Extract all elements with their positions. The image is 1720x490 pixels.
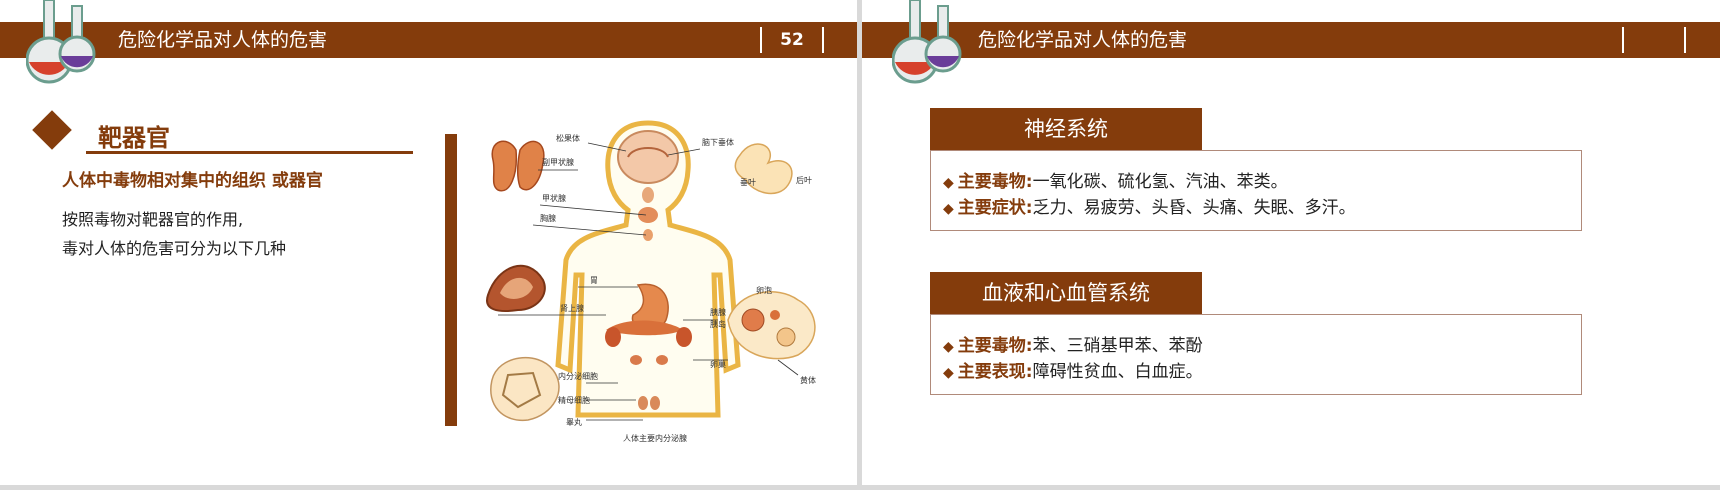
item-text: 乏力、易疲劳、头昏、头痛、失眠、多汗。 — [1032, 198, 1356, 218]
box-title-nervous-system: 神经系统 — [930, 108, 1202, 150]
bullet-item: ◆主要毒物:苯、三硝基甲苯、苯酚 — [943, 331, 1203, 356]
flask-icon — [892, 0, 962, 84]
slide-52: 危险化学品对人体的危害 52 靶器官 人体中毒物相对集中的组织 或器官 按照毒物… — [0, 0, 857, 485]
label-stomach: 胃 — [590, 276, 598, 285]
header-bar — [862, 22, 1720, 58]
label-anterior-lobe: 垂叶 — [740, 177, 756, 187]
accent-bar — [445, 134, 457, 426]
diamond-bullet-icon: ◆ — [943, 175, 954, 191]
label-corpus-luteum: 黄体 — [800, 375, 816, 385]
item-label: 主要症状: — [957, 198, 1033, 218]
section-title: 靶器官 — [98, 124, 170, 152]
box-nervous-system: ◆主要毒物:一氧化碳、硫化氢、汽油、苯类。 ◆主要症状:乏力、易疲劳、头昏、头痛… — [930, 150, 1582, 231]
section-diamond-icon — [32, 110, 72, 150]
label-adrenal: 肾上腺 — [560, 303, 584, 313]
body-line-1: 按照毒物对靶器官的作用, — [62, 210, 244, 229]
page-number: 52 — [780, 30, 804, 50]
label-follicle: 卵泡 — [756, 285, 772, 295]
body-line-2: 毒对人体的危害可分为以下几种 — [62, 239, 287, 258]
label-islet: 胰岛 — [710, 319, 726, 329]
item-label: 主要毒物: — [957, 336, 1033, 356]
section-divider — [86, 151, 413, 154]
header-title: 危险化学品对人体的危害 — [978, 29, 1188, 51]
label-pineal: 松果体 — [556, 133, 580, 143]
box-title-blood-system: 血液和心血管系统 — [930, 272, 1202, 314]
label-testis: 睾丸 — [566, 417, 582, 427]
diamond-bullet-icon: ◆ — [943, 365, 954, 381]
item-text: 障碍性贫血、白血症。 — [1032, 362, 1203, 382]
slide-next: 危险化学品对人体的危害 神经系统 ◆主要毒物:一氧化碳、硫化氢、汽油、苯类。 ◆… — [862, 0, 1720, 485]
header-title: 危险化学品对人体的危害 — [118, 29, 328, 51]
label-endocrine-cell: 内分泌细胞 — [558, 371, 598, 381]
label-pancreas: 胰腺 — [710, 307, 726, 317]
diamond-bullet-icon: ◆ — [943, 339, 954, 355]
body-endocrine-illustration: 松果体 脑下垂体 副甲状腺 甲状腺 胸腺 垂叶 后叶 卵泡 黄体 胃 肾上腺 胰… — [486, 120, 816, 443]
page-number-frame: 52 — [760, 27, 824, 53]
label-thymus: 胸腺 — [540, 213, 556, 223]
subtitle: 人体中毒物相对集中的组织 或器官 — [62, 171, 323, 191]
label-thyroid: 甲状腺 — [542, 193, 566, 203]
page-number-frame — [1622, 27, 1686, 53]
label-posterior-lobe: 后叶 — [796, 175, 812, 185]
item-text: 一氧化碳、硫化氢、汽油、苯类。 — [1032, 172, 1288, 192]
item-label: 主要毒物: — [957, 172, 1033, 192]
bullet-item: ◆主要症状:乏力、易疲劳、头昏、头痛、失眠、多汗。 — [943, 193, 1356, 218]
box-blood-system: ◆主要毒物:苯、三硝基甲苯、苯酚 ◆主要表现:障碍性贫血、白血症。 — [930, 314, 1582, 395]
label-spermatocyte: 精母细胞 — [558, 395, 590, 405]
label-pituitary: 脑下垂体 — [702, 137, 734, 147]
item-text: 苯、三硝基甲苯、苯酚 — [1032, 336, 1203, 356]
header-bar — [0, 22, 857, 58]
label-ovary: 卵巢 — [710, 359, 726, 369]
label-parathyroid: 副甲状腺 — [542, 157, 574, 167]
image-caption: 人体主要内分泌腺 — [623, 433, 687, 443]
item-label: 主要表现: — [957, 362, 1033, 382]
bullet-item: ◆主要表现:障碍性贫血、白血症。 — [943, 357, 1203, 382]
flask-icon — [26, 0, 96, 84]
bullet-item: ◆主要毒物:一氧化碳、硫化氢、汽油、苯类。 — [943, 167, 1288, 192]
diamond-bullet-icon: ◆ — [943, 201, 954, 217]
